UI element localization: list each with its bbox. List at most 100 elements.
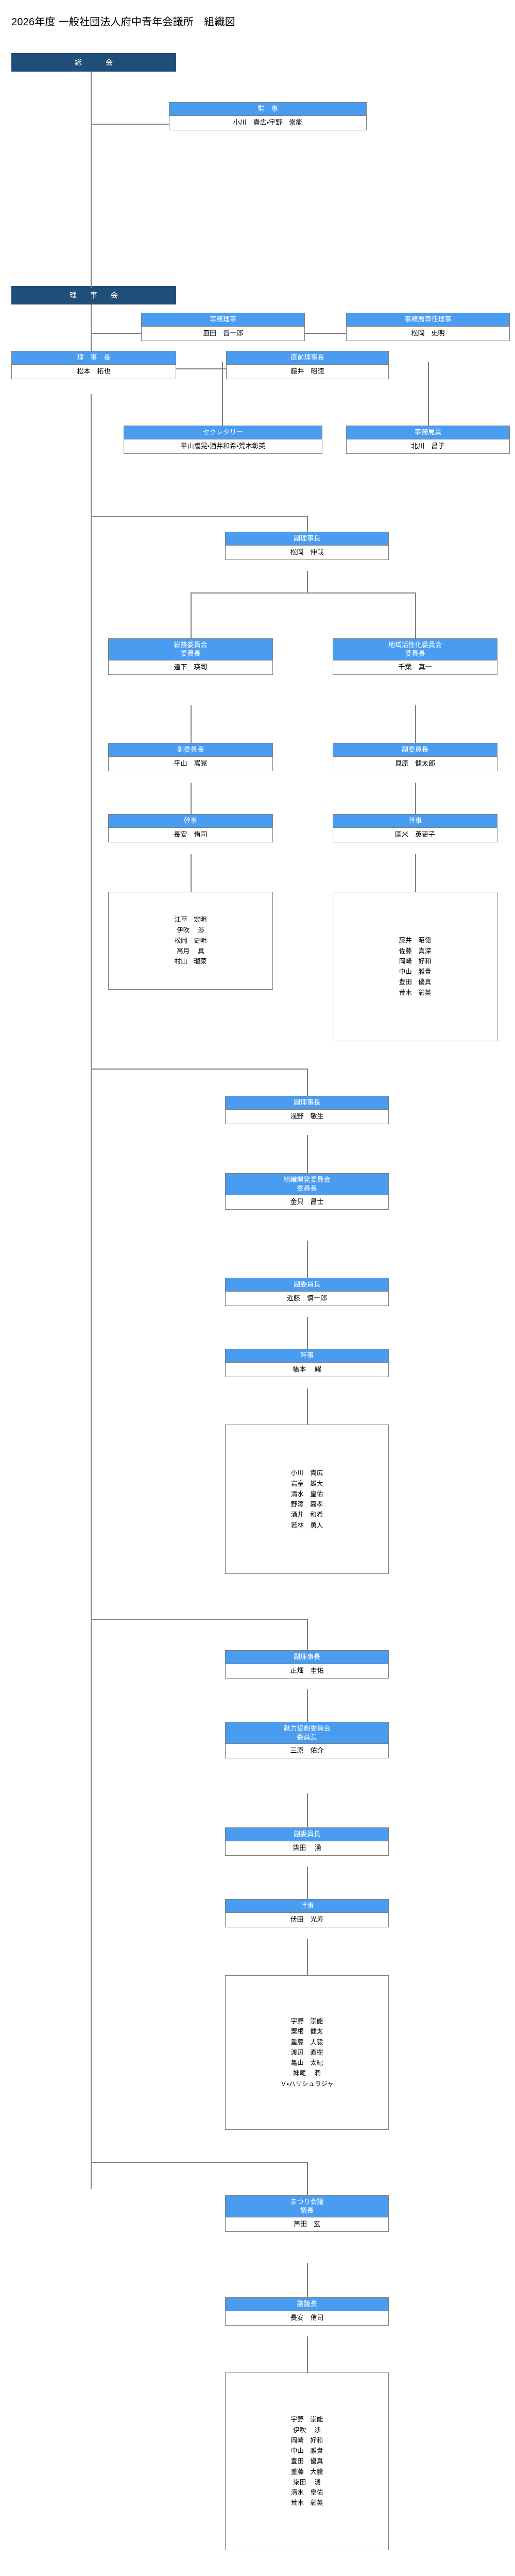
list-item: 高月 真 xyxy=(177,947,204,955)
connector-ga-vice-to-sec xyxy=(191,783,192,814)
connector-spine-to-festival xyxy=(91,2162,307,2163)
connector-committee-ga-drop xyxy=(191,592,192,638)
node-festival-vice-chair-name: 長安 侑司 xyxy=(226,2311,388,2325)
connector-rr-to-vice xyxy=(415,705,416,743)
connector-assembly-down xyxy=(91,72,92,288)
node-ga-vice-chair-role: 副委員長 xyxy=(109,743,272,757)
list-item: 伊吹 渉 xyxy=(177,926,204,934)
connector-vc1-drop xyxy=(307,516,308,532)
list-item: 荒木 彰英 xyxy=(399,989,432,996)
connector-vc1-down xyxy=(307,571,308,592)
list-item: 江草 宏明 xyxy=(174,916,207,924)
node-vice-chairman-2-role: 副理事長 xyxy=(226,1096,388,1110)
list-item: 佐藤 真深 xyxy=(399,947,432,955)
node-vice-chairman-3-name: 正畑 圭佑 xyxy=(226,1664,388,1678)
node-rr-vice-chair: 副委員長 貝原 健太郎 xyxy=(333,743,497,771)
node-managing-director: 専務理事 皿田 晋一郎 xyxy=(141,313,305,341)
memberbox-general-affairs: 江草 宏明 伊吹 渉 松岡 史明 高月 真 村山 瑠菜 xyxy=(108,892,273,990)
connector-rr-vice-to-sec xyxy=(415,783,416,814)
connector-senmu-down xyxy=(222,362,223,426)
connector-chairman-to-past xyxy=(176,368,226,369)
list-item: 藤井 昭徳 xyxy=(399,937,432,944)
list-item: 岡崎 好和 xyxy=(290,2436,323,2444)
node-cc-secretary-name: 伏田 光寿 xyxy=(226,1912,388,1927)
node-vice-chairman-3-role: 副理事長 xyxy=(226,1651,388,1664)
list-item: 中山 雅貴 xyxy=(290,2447,323,2455)
list-item: 宇野 崇能 xyxy=(290,2018,323,2025)
node-rr-vice-chair-name: 貝原 健太郎 xyxy=(333,756,497,771)
list-item: 妹尾 潤 xyxy=(293,2070,321,2077)
node-office-staff-role: 事務局員 xyxy=(347,426,509,439)
list-item: 重藤 大毅 xyxy=(290,2468,323,2476)
node-rr-secretary: 幹事 國米 英吏子 xyxy=(333,814,497,842)
memberbox-regional-revitalization: 藤井 昭徳 佐藤 真深 岡崎 好和 中山 雅貴 豊田 優真 荒木 彰英 xyxy=(333,892,497,1041)
node-rr-secretary-role: 幹事 xyxy=(333,815,497,828)
node-od-secretary-role: 幹事 xyxy=(226,1349,388,1363)
node-committee-cc-role: 魅力協創委員会 委員長 xyxy=(226,1722,388,1744)
connector-board-to-chairman xyxy=(91,304,92,351)
node-cc-secretary: 幹事 伏田 光寿 xyxy=(225,1899,389,1927)
node-festival-council-name: 芦田 玄 xyxy=(226,2217,388,2232)
node-auditor-name: 小川 貴広・宇野 崇能 xyxy=(169,115,366,130)
node-committee-cc-name: 三原 佑介 xyxy=(226,1744,388,1758)
node-past-chairman-name: 藤井 昭徳 xyxy=(227,364,388,379)
connector-ga-sec-to-members xyxy=(191,854,192,892)
connector-rr-sec-to-members xyxy=(415,854,416,892)
list-item: 中山 雅貴 xyxy=(399,968,432,975)
node-committee-od-role: 組織開発委員会 委員長 xyxy=(226,1174,388,1196)
connector-cc-to-vice xyxy=(307,1793,308,1827)
node-festival-vice-chair-role: 副議長 xyxy=(226,2298,388,2311)
list-item: 野澤 嘉孝 xyxy=(290,1501,323,1508)
node-ga-vice-chair: 副委員長 平山 嵩晃 xyxy=(108,743,273,771)
node-secretary-role: セクレタリー xyxy=(124,426,322,439)
connector-vc2-drop xyxy=(307,1069,308,1096)
connector-spine-to-vc3 xyxy=(91,1619,307,1620)
node-managing-director-name: 皿田 晋一郎 xyxy=(142,326,304,341)
node-vice-chairman-2: 副理事長 浅野 敬生 xyxy=(225,1096,389,1124)
node-cc-vice-chair-role: 副委員長 xyxy=(226,1828,388,1841)
list-item: 村山 瑠菜 xyxy=(174,958,207,965)
list-item: 重藤 大毅 xyxy=(290,2038,323,2046)
connector-spine-to-vc2 xyxy=(91,1069,307,1070)
connector-main-spine xyxy=(91,394,92,2189)
node-secretary-name: 平山嵩晃・酒井和希・荒木彰英 xyxy=(124,439,322,453)
node-vice-chairman-1-role: 副理事長 xyxy=(226,532,388,546)
band-board-of-directors: 理 事 会 xyxy=(11,286,176,304)
node-cc-secretary-role: 幹事 xyxy=(226,1900,388,1913)
node-od-vice-chair-role: 副委員長 xyxy=(226,1278,388,1292)
node-chairman-role: 理 事 長 xyxy=(12,351,176,365)
connector-cc-vice-to-sec xyxy=(307,1867,308,1899)
node-office-director: 事務局専任理事 松岡 史明 xyxy=(346,313,510,341)
node-vice-chairman-3: 副理事長 正畑 圭佑 xyxy=(225,1650,389,1679)
node-ga-vice-chair-name: 平山 嵩晃 xyxy=(109,756,272,771)
node-managing-director-role: 専務理事 xyxy=(142,313,304,327)
node-rr-secretary-name: 國米 英吏子 xyxy=(333,827,497,842)
page-title: 2026年度 一般社団法人府中青年会議所 組織図 xyxy=(11,16,235,28)
connector-cc-sec-to-members xyxy=(307,1939,308,1975)
node-od-vice-chair: 副委員長 近藤 慎一郎 xyxy=(225,1278,389,1306)
node-vice-chairman-2-name: 浅野 敬生 xyxy=(226,1109,388,1124)
node-committee-general-affairs-role: 総務委員会 委員長 xyxy=(109,639,272,661)
node-immediate-past-chairman: 直前理事長 藤井 昭徳 xyxy=(226,351,389,379)
list-item: 荒木 彰英 xyxy=(290,2499,323,2507)
list-item: 伊吹 渉 xyxy=(293,2426,321,2434)
connector-od-vice-to-sec xyxy=(307,1317,308,1349)
connector-festival-drop xyxy=(307,2162,308,2195)
band-general-assembly: 総 会 xyxy=(11,53,176,72)
list-item: 若林 勇人 xyxy=(290,1521,323,1529)
node-cc-vice-chair-name: 柒田 湧 xyxy=(226,1841,388,1855)
node-chairman-name: 松本 拓也 xyxy=(12,364,176,379)
connector-ga-to-vice xyxy=(191,705,192,743)
node-office-staff-name: 北川 昌子 xyxy=(347,439,509,453)
node-office-director-role: 事務局専任理事 xyxy=(347,313,509,327)
connector-vc1-split xyxy=(191,592,416,594)
node-festival-council: まつり会議 議長 芦田 玄 xyxy=(225,2195,389,2232)
connector-to-senmu xyxy=(91,333,141,334)
memberbox-organization-development: 小川 貴広 岩室 雄大 清水 皇佑 野澤 嘉孝 酒井 和希 若林 勇人 xyxy=(225,1425,389,1574)
connector-od-sec-to-members xyxy=(307,1388,308,1425)
connector-assembly-to-auditor xyxy=(91,124,169,125)
node-cc-vice-chair: 副委員長 柒田 湧 xyxy=(225,1827,389,1856)
connector-vc2-to-od xyxy=(307,1135,308,1173)
connector-festival-to-vice xyxy=(307,2263,308,2297)
list-item: 清水 皇佑 xyxy=(290,1490,323,1498)
